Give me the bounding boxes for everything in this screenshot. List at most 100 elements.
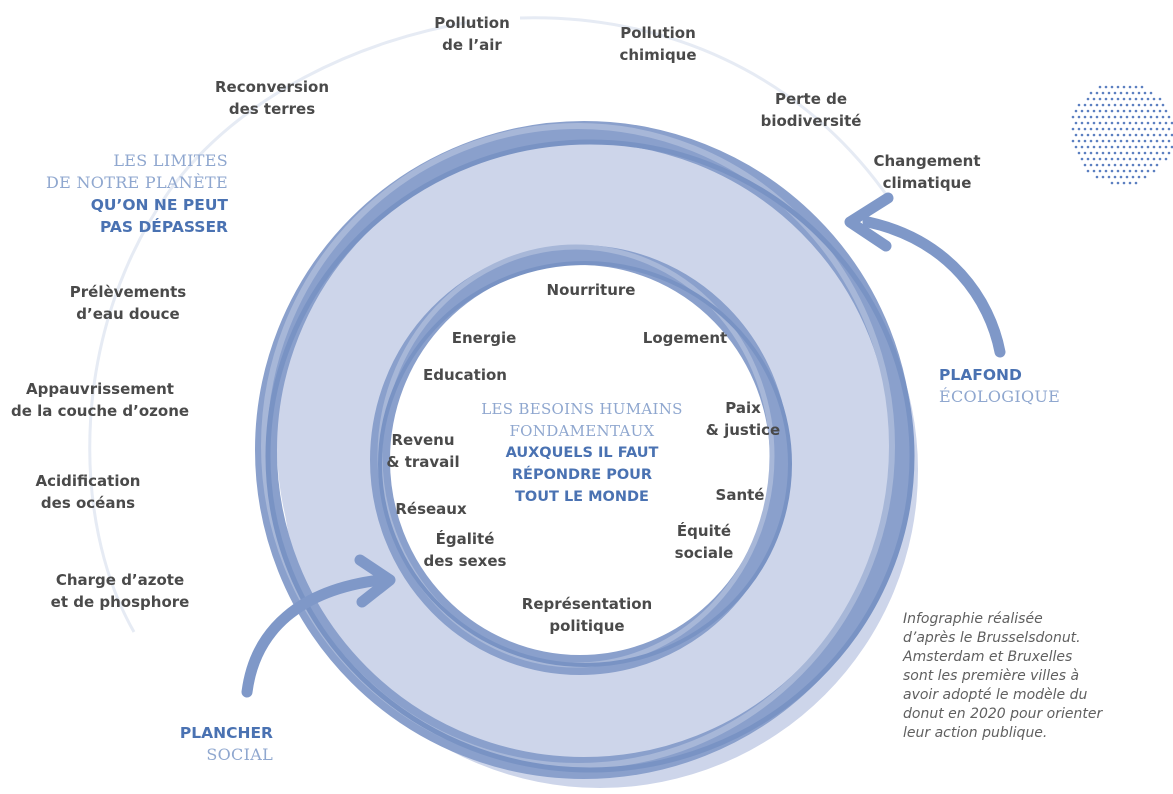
dot (1158, 97, 1162, 101)
dot (1116, 157, 1120, 161)
dot (1143, 175, 1147, 179)
dot (1128, 157, 1132, 161)
dot (1104, 85, 1108, 89)
dot (1092, 145, 1096, 149)
dot (1089, 91, 1093, 95)
dot (1092, 133, 1096, 137)
dot (1152, 157, 1156, 161)
dot (1110, 133, 1114, 137)
outer-boundary-arc (88, 20, 471, 633)
dot (1122, 121, 1126, 125)
inner-hole (385, 260, 775, 660)
dot (1170, 145, 1173, 149)
dot (1167, 127, 1171, 131)
dot (1113, 103, 1117, 107)
dot (1107, 115, 1111, 119)
dot (1149, 103, 1153, 107)
dot (1101, 91, 1105, 95)
center-title-line2: FONDAMENTAUX (509, 422, 655, 440)
dot (1143, 115, 1147, 119)
dot (1143, 103, 1147, 107)
label-nourriture: Nourriture (546, 281, 636, 299)
label-logement: Logement (642, 329, 728, 347)
dot (1149, 139, 1153, 143)
dot (1080, 133, 1084, 137)
dot (1089, 127, 1093, 131)
dot (1125, 103, 1129, 107)
dot (1152, 97, 1156, 101)
dot (1077, 127, 1081, 131)
dot (1146, 169, 1150, 173)
dot (1152, 145, 1156, 149)
dot (1158, 109, 1162, 113)
dot (1161, 115, 1165, 119)
dot (1089, 151, 1093, 155)
dot (1122, 109, 1126, 113)
outer-boundary-arc-right (519, 16, 892, 201)
dot (1128, 97, 1132, 101)
dot (1164, 121, 1168, 125)
dot (1089, 103, 1093, 107)
dot (1146, 133, 1150, 137)
dot (1116, 85, 1120, 89)
dot (1158, 157, 1162, 161)
dot (1137, 127, 1141, 131)
dot (1086, 169, 1090, 173)
dot (1095, 127, 1099, 131)
dot (1086, 97, 1090, 101)
dot (1122, 97, 1126, 101)
dot (1086, 145, 1090, 149)
dot (1116, 121, 1120, 125)
center-title-line1: LES BESOINS HUMAINS (481, 400, 683, 418)
dot (1119, 103, 1123, 107)
dot (1095, 151, 1099, 155)
plafond-arrow (844, 192, 1006, 358)
dot (1101, 163, 1105, 167)
dot (1101, 175, 1105, 179)
dot (1149, 151, 1153, 155)
dot (1083, 115, 1087, 119)
dot (1074, 121, 1078, 125)
dot (1104, 133, 1108, 137)
dot (1134, 169, 1138, 173)
label-revenu-travail: Revenu& travail (386, 431, 460, 471)
dot (1152, 133, 1156, 137)
dot (1122, 85, 1126, 89)
dot (1140, 121, 1144, 125)
dot (1119, 115, 1123, 119)
dot (1128, 85, 1132, 89)
dot (1092, 157, 1096, 161)
dot (1095, 115, 1099, 119)
dot (1146, 109, 1150, 113)
label-energie: Energie (451, 329, 517, 347)
dot (1146, 157, 1150, 161)
dot (1140, 109, 1144, 113)
dot (1116, 181, 1120, 185)
dot (1107, 175, 1111, 179)
dot (1074, 109, 1078, 113)
dot (1110, 97, 1114, 101)
dot (1086, 133, 1090, 137)
dot (1119, 175, 1123, 179)
dot (1161, 151, 1165, 155)
dot (1155, 115, 1159, 119)
dot (1071, 127, 1075, 131)
dot (1095, 103, 1099, 107)
dot (1098, 85, 1102, 89)
dot (1128, 145, 1132, 149)
dot (1134, 121, 1138, 125)
dot (1128, 169, 1132, 173)
dot (1110, 85, 1114, 89)
dot (1089, 163, 1093, 167)
dot (1083, 139, 1087, 143)
dot (1080, 145, 1084, 149)
dot (1137, 103, 1141, 107)
dot (1107, 103, 1111, 107)
dot (1119, 151, 1123, 155)
